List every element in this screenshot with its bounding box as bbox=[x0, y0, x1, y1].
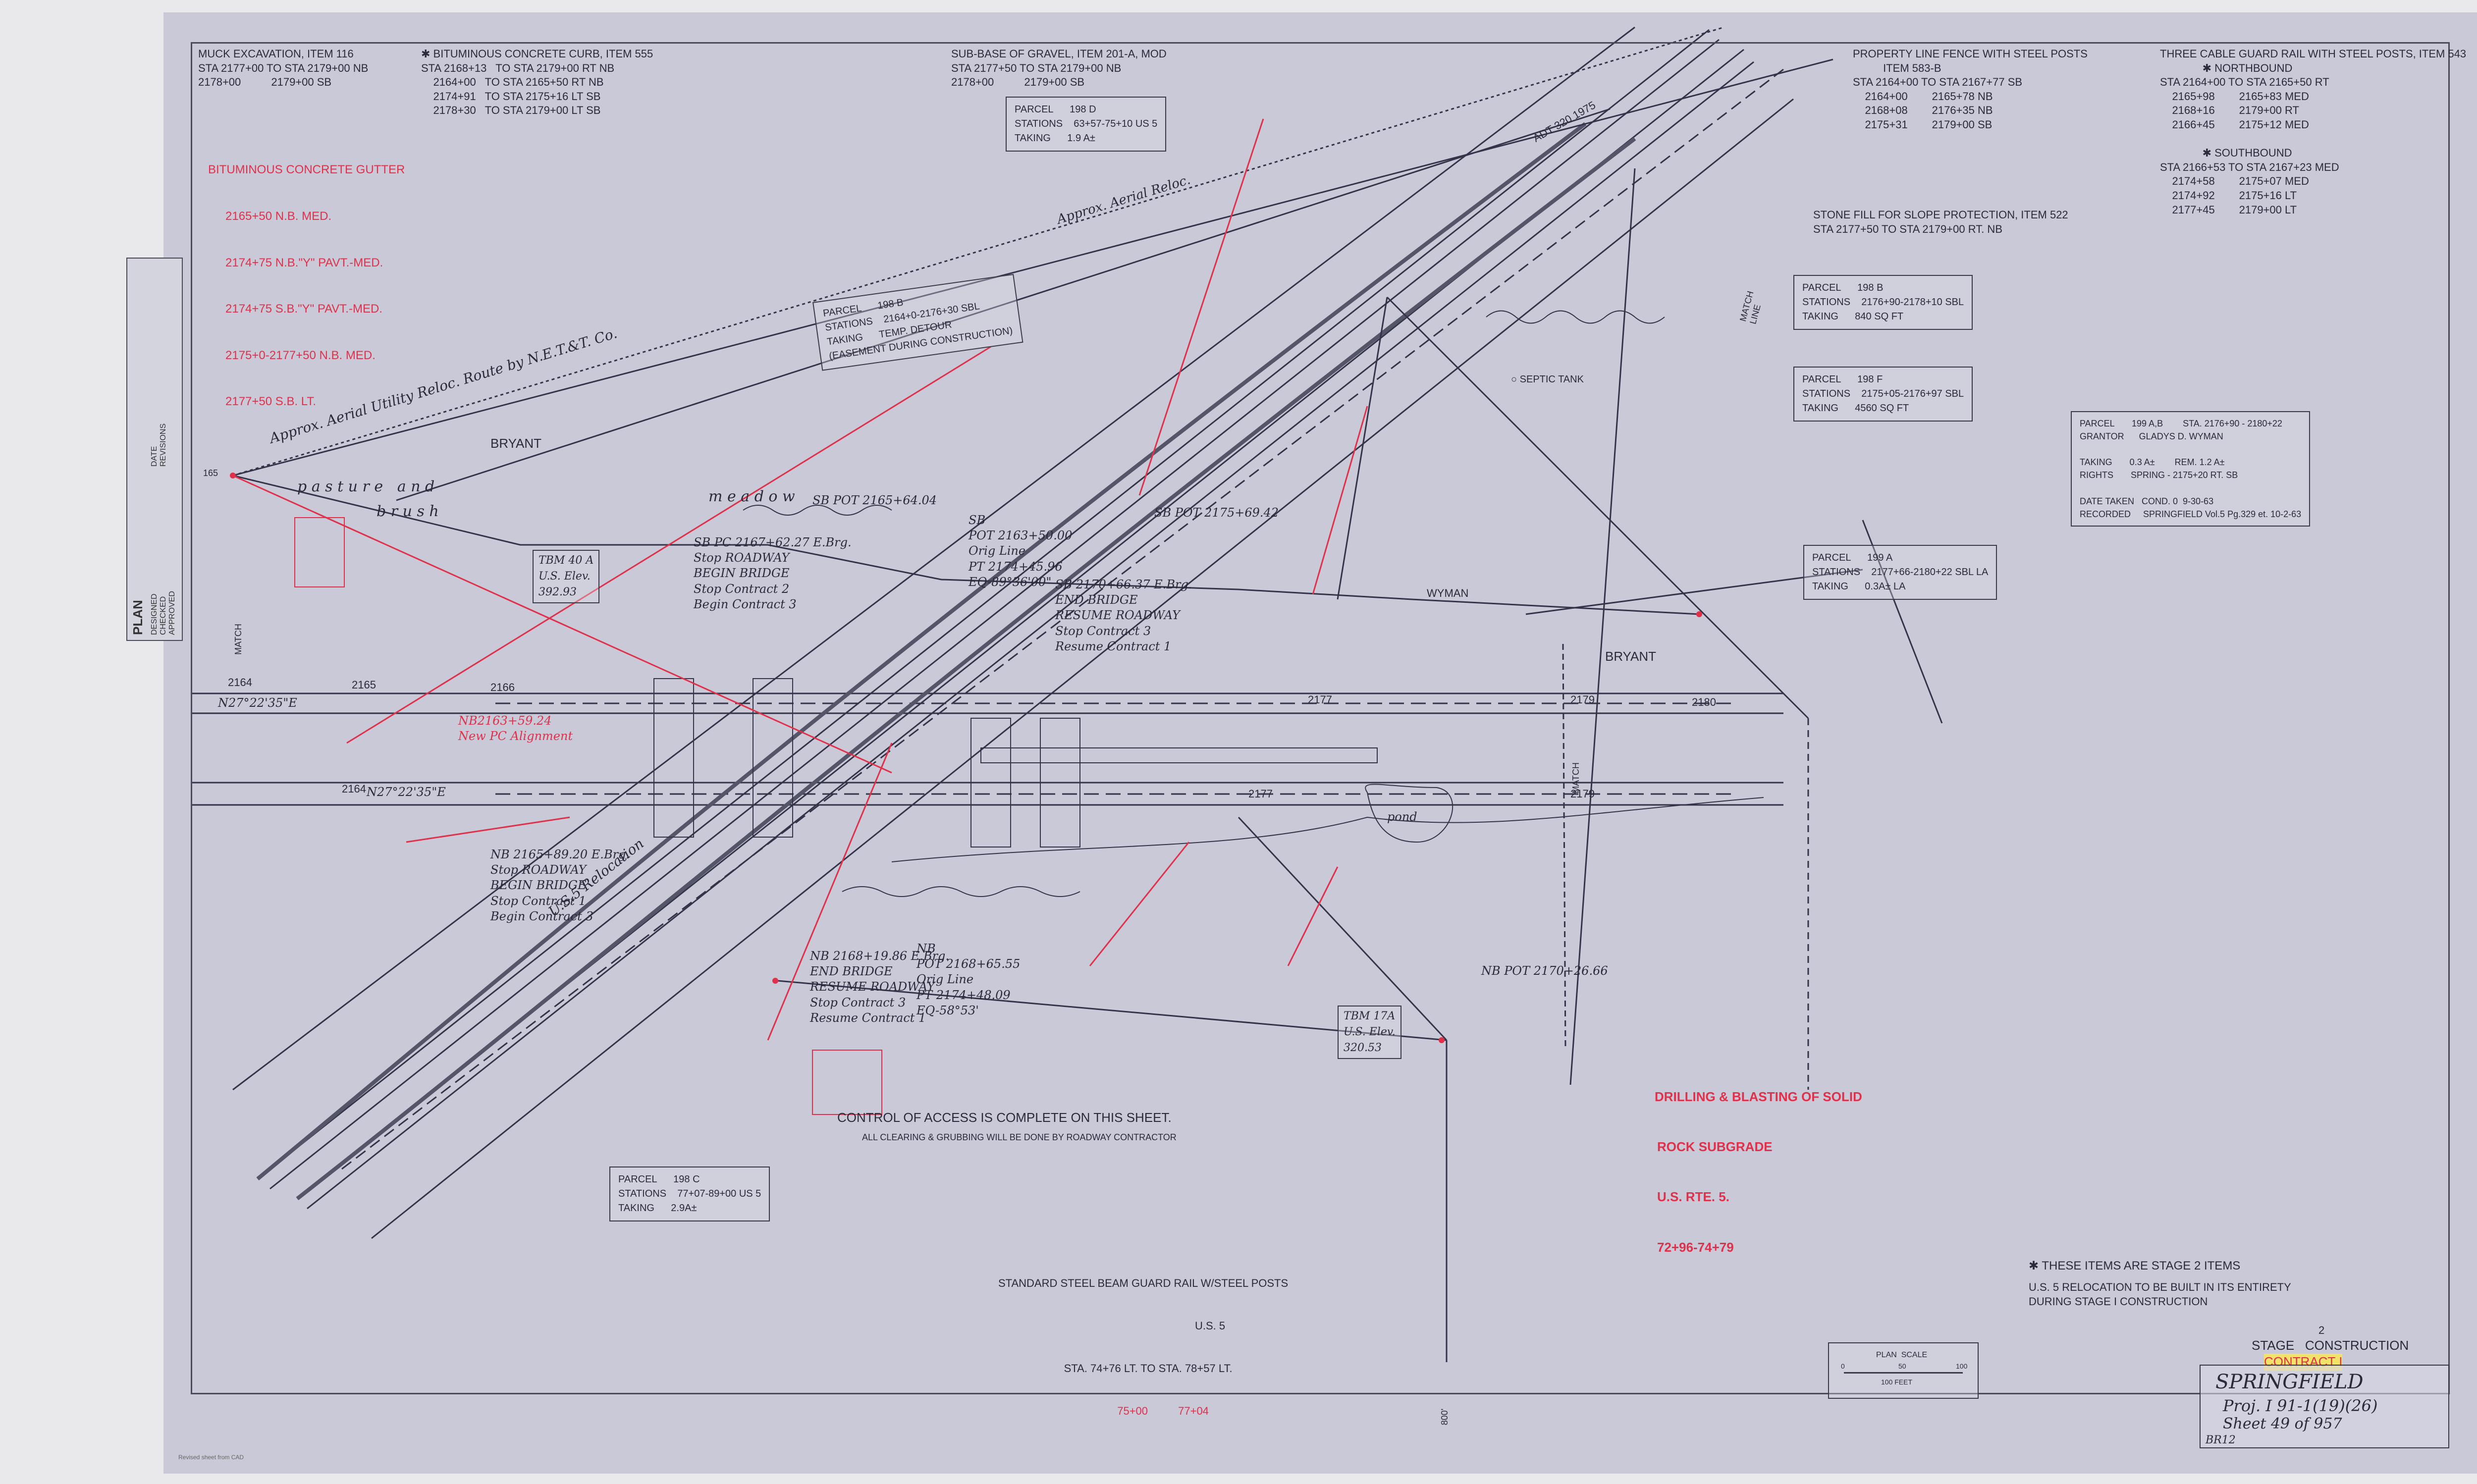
bridge-number: BR12 bbox=[2206, 1434, 2236, 1446]
parcel-box-199a: PARCEL 199 A STATIONS 2177+66-2180+22 SB… bbox=[1803, 545, 1997, 600]
drilling-note: DRILLING & BLASTING OF SOLID ROCK SUBGRA… bbox=[1655, 1055, 1862, 1272]
land-label-brush: b r u s h bbox=[377, 503, 439, 520]
bearing-label: N27°22'35"E bbox=[218, 696, 297, 710]
scale-unit: 100 FEET bbox=[1881, 1378, 1913, 1386]
strip-row: DESIGNED bbox=[150, 593, 159, 635]
scale-tick: 100 bbox=[1956, 1362, 1968, 1370]
plan-scale: PLAN SCALE 0 50 100 100 FEET bbox=[1828, 1342, 1979, 1399]
stage-number: 2 bbox=[2318, 1324, 2325, 1336]
benchmark-box: TBM 40 A U.S. Elev. 392.93 bbox=[533, 550, 600, 603]
grantor-box: PARCEL 199 A,B STA. 2176+90 - 2180+22 GR… bbox=[2071, 411, 2311, 527]
parcel-box-198f: PARCEL 198 F STATIONS 2175+05-2176+97 SB… bbox=[1793, 367, 1973, 422]
stone-fill-note: STONE FILL FOR SLOPE PROTECTION, ITEM 52… bbox=[1813, 209, 2068, 235]
sb-end-note: SB 2170+66.37 E.Brg. END BRIDGE RESUME R… bbox=[1055, 578, 1192, 653]
title-block: SPRINGFIELD Proj. I 91-1(19)(26) Sheet 4… bbox=[2200, 1365, 2449, 1448]
strip-row: DATE bbox=[150, 446, 159, 467]
gutter-line: 2175+0-2177+50 N.B. MED. bbox=[225, 348, 376, 362]
bituminous-curb-note: ✱ BITUMINOUS CONCRETE CURB, ITEM 555 STA… bbox=[421, 48, 653, 117]
guard-rail-note: THREE CABLE GUARD RAIL WITH STEEL POSTS,… bbox=[2160, 48, 2467, 216]
town-name: SPRINGFIELD bbox=[2215, 1371, 2364, 1393]
nb-end-note: NB 2168+19.86 E.Brg. END BRIDGE RESUME R… bbox=[810, 949, 950, 1025]
sb-pot-note: SB POT 2163+50.00 Orig Line PT 2174+45.9… bbox=[969, 513, 1073, 589]
property-fence-note: PROPERTY LINE FENCE WITH STEEL POSTS ITE… bbox=[1853, 48, 2088, 131]
benchmark-box: TBM 17A U.S. Elev. 320.53 bbox=[1338, 1006, 1401, 1059]
strip-row: APPROVED bbox=[168, 591, 176, 635]
muck-excavation-note: MUCK EXCAVATION, ITEM 116 STA 2177+00 TO… bbox=[198, 48, 369, 89]
match-label: MATCH bbox=[233, 624, 243, 655]
strip-row: REVISIONS bbox=[159, 423, 167, 467]
parcel-box-198c: PARCEL 198 C STATIONS 77+07-89+00 US 5 T… bbox=[609, 1166, 770, 1221]
land-label-pasture: p a s t u r e a n d bbox=[297, 478, 435, 495]
beam-rail-title: STANDARD STEEL BEAM GUARD RAIL W/STEEL P… bbox=[998, 1277, 1289, 1290]
drawing-frame bbox=[191, 42, 2450, 1394]
parcel-box-198d: PARCEL 198 D STATIONS 63+57-75+10 US 5 T… bbox=[1006, 97, 1167, 152]
gutter-title: BITUMINOUS CONCRETE GUTTER bbox=[208, 163, 405, 177]
station-label: 2177 bbox=[1248, 788, 1273, 800]
relocation-note: U.S. 5 RELOCATION TO BE BUILT IN ITS ENT… bbox=[2029, 1281, 2291, 1308]
owner-label-wyman: WYMAN bbox=[1427, 587, 1469, 599]
strip-row: CHECKED bbox=[159, 596, 167, 635]
scale-tick: 50 bbox=[1898, 1362, 1906, 1370]
pond-label: pond bbox=[1387, 810, 1417, 824]
owner-label-bryant: BRYANT bbox=[490, 436, 542, 451]
drilling-line: DRILLING & BLASTING OF SOLID bbox=[1655, 1089, 1862, 1104]
septic-tank-label: ○ SEPTIC TANK bbox=[1511, 374, 1584, 385]
gravel-subbase-note: SUB-BASE OF GRAVEL, ITEM 201-A, MOD STA … bbox=[951, 48, 1167, 89]
bearing-label: N27°22'35"E bbox=[367, 785, 446, 799]
gutter-line: 2177+50 S.B. LT. bbox=[225, 395, 317, 409]
drilling-line: 72+96-74+79 bbox=[1657, 1239, 1734, 1255]
nb-pot-note: NB POT 2170+26.66 bbox=[1481, 964, 1608, 978]
clearing-note: ALL CLEARING & GRUBBING WILL BE DONE BY … bbox=[862, 1132, 1177, 1142]
land-label-meadow: m e a d o w bbox=[708, 488, 795, 505]
drawing-sheet bbox=[163, 12, 2477, 1474]
beam-rail-route: U.S. 5 bbox=[1195, 1319, 1226, 1332]
beam-rail-stations: STA. 74+76 LT. TO STA. 78+57 LT. bbox=[1064, 1362, 1233, 1375]
station-label: 2165 bbox=[352, 679, 376, 691]
owner-label-bryant: BRYANT bbox=[1605, 649, 1657, 664]
control-access-note: CONTROL OF ACCESS IS COMPLETE ON THIS SH… bbox=[837, 1110, 1172, 1125]
station-label: 2164 bbox=[228, 676, 252, 689]
plan-label: PLAN bbox=[130, 600, 145, 635]
drilling-line: U.S. RTE. 5. bbox=[1657, 1189, 1729, 1205]
project-number: Proj. I 91-1(19)(26) bbox=[2223, 1396, 2378, 1415]
point-label: 165 bbox=[203, 468, 218, 478]
sb-pot3-note: SB POT 2175+69.42 bbox=[1154, 506, 1279, 520]
point-label: 800' bbox=[1440, 1408, 1450, 1426]
station-label: 2179 bbox=[1570, 788, 1595, 800]
footer-note: Revised sheet from CAD bbox=[178, 1454, 244, 1461]
parcel-box-198b: PARCEL 198 B STATIONS 2176+90-2178+10 SB… bbox=[1793, 275, 1973, 330]
scale-tick: 0 bbox=[1841, 1362, 1845, 1370]
stage-label: STAGE CONSTRUCTION bbox=[2252, 1338, 2409, 1353]
gutter-note: BITUMINOUS CONCRETE GUTTER 2165+50 N.B. … bbox=[208, 131, 405, 425]
nb-pot2-note: NB POT 2168+65.55 Orig Line PT 2174+48.0… bbox=[916, 942, 1021, 1017]
station-label: 2164 bbox=[342, 783, 366, 795]
gutter-line: 2174+75 N.B."Y" PAVT.-MED. bbox=[225, 256, 383, 269]
nb-begin-note: NB 2165+89.20 E.Brg. Stop ROADWAY BEGIN … bbox=[490, 848, 630, 923]
nb-pc-note: NB2163+59.24 New PC Alignment bbox=[458, 714, 573, 743]
gutter-line: 2165+50 N.B. MED. bbox=[225, 209, 332, 223]
station-label: 2177 bbox=[1308, 693, 1332, 706]
scale-bar bbox=[1844, 1372, 1963, 1374]
stage-2-note: ✱ THESE ITEMS ARE STAGE 2 ITEMS bbox=[2029, 1259, 2241, 1272]
station-label: 2180 bbox=[1692, 696, 1716, 708]
sheet-number: Sheet 49 of 957 bbox=[2223, 1415, 2342, 1432]
station-label: 2179 bbox=[1570, 693, 1595, 706]
revision-strip: PLAN DESIGNED CHECKED APPROVED DATE REVI… bbox=[126, 258, 183, 641]
station-label: 2166 bbox=[490, 681, 515, 693]
scale-title: PLAN SCALE bbox=[1876, 1351, 1928, 1359]
beam-rail-revised: 75+00 77+04 bbox=[1117, 1404, 1209, 1417]
sb-pot2-note: SB POT 2165+64.04 bbox=[812, 493, 937, 507]
gutter-line: 2174+75 S.B."Y" PAVT.-MED. bbox=[225, 302, 382, 316]
beam-rail-note: STANDARD STEEL BEAM GUARD RAIL W/STEEL P… bbox=[998, 1248, 1288, 1432]
drilling-line: ROCK SUBGRADE bbox=[1657, 1139, 1773, 1154]
sb-pc-note: SB PC 2167+62.27 E.Brg. Stop ROADWAY BEG… bbox=[694, 535, 852, 611]
